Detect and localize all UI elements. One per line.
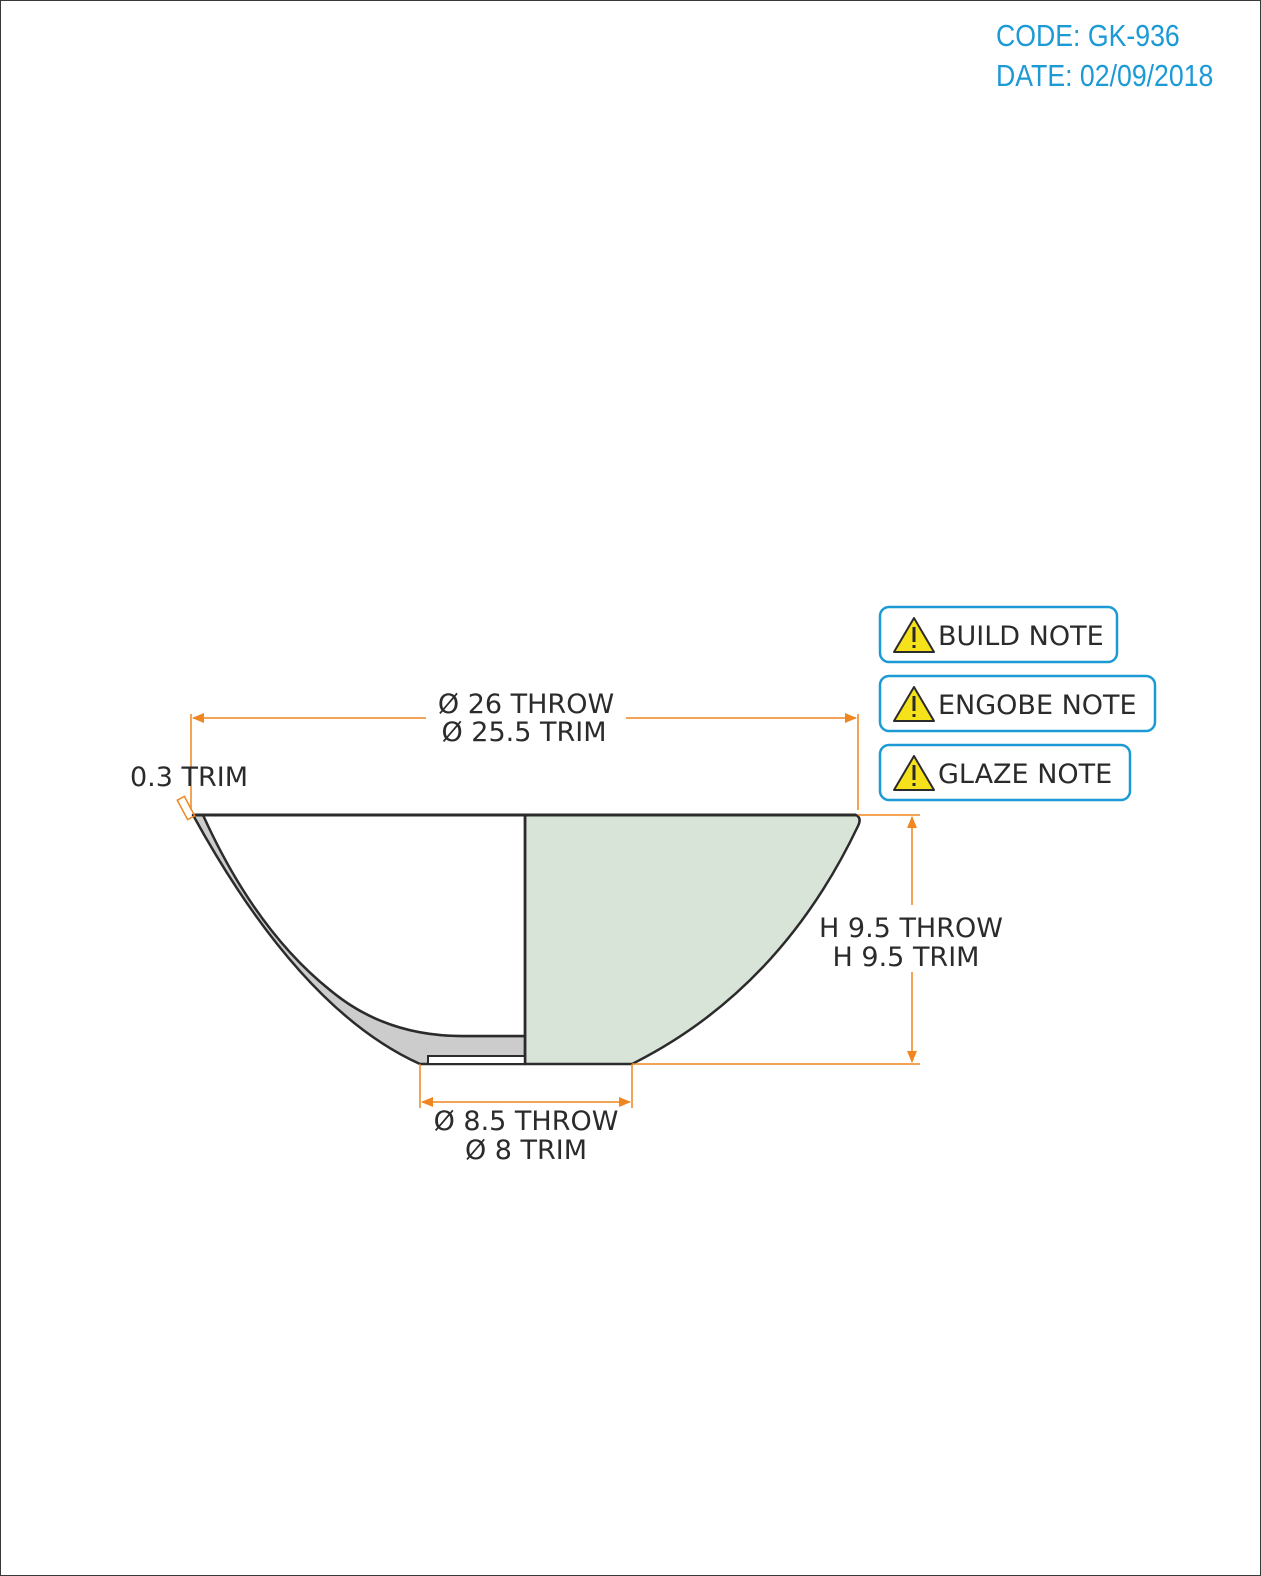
note-glaze[interactable]: GLAZE NOTE	[878, 743, 1132, 802]
foot-ring	[427, 1055, 526, 1065]
wall-trim-marker	[176, 795, 196, 821]
code-label: CODE: GK-936	[996, 18, 1180, 53]
note-engobe-label: ENGOBE NOTE	[938, 690, 1137, 721]
bowl-interior-half	[201, 813, 527, 1038]
height-throw-label: H 9.5 THROW	[819, 913, 1003, 944]
foot-trim-label: Ø 8 TRIM	[465, 1135, 587, 1166]
rim-trim-label: Ø 25.5 TRIM	[441, 717, 606, 748]
wall-trim-label: 0.3 TRIM	[130, 762, 248, 793]
note-glaze-label: GLAZE NOTE	[938, 759, 1112, 790]
note-build[interactable]: BUILD NOTE	[878, 605, 1119, 664]
bowl-outer-half	[523, 813, 861, 1066]
foot-throw-label: Ø 8.5 THROW	[434, 1106, 619, 1137]
date-label: DATE: 02/09/2018	[996, 58, 1214, 93]
note-engobe[interactable]: ENGOBE NOTE	[878, 674, 1157, 733]
note-build-label: BUILD NOTE	[938, 621, 1104, 652]
rim-throw-label: Ø 26 THROW	[438, 689, 614, 720]
height-trim-label: H 9.5 TRIM	[833, 942, 980, 973]
